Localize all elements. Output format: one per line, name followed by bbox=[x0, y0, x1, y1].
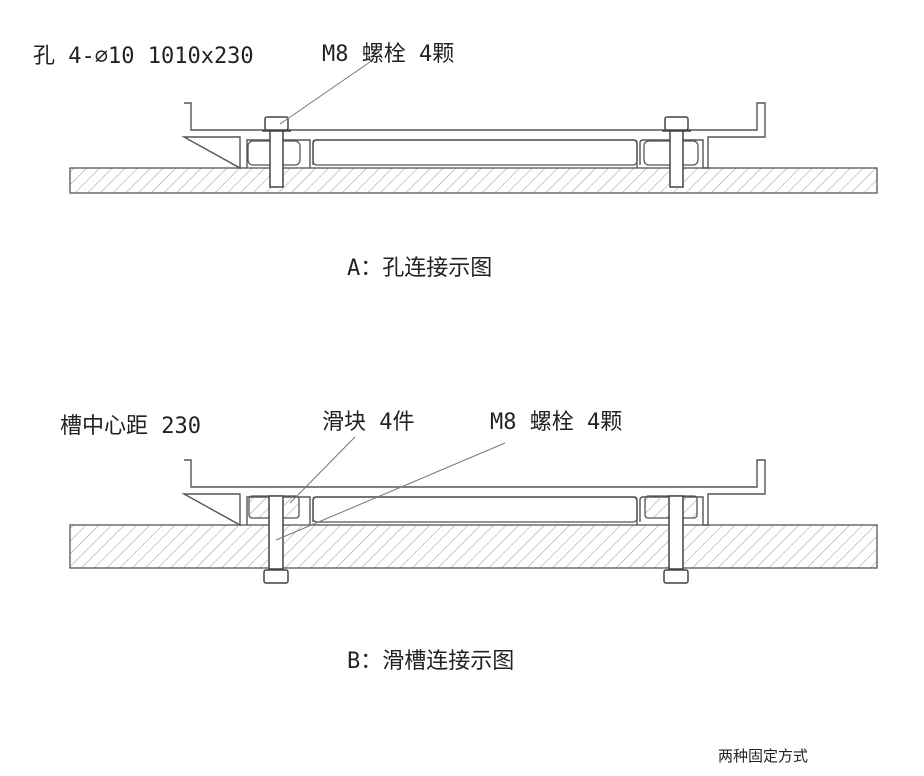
bolt bbox=[663, 495, 689, 584]
bolt-label-a: M8 螺栓 4颗 bbox=[322, 42, 455, 67]
base-plate bbox=[69, 167, 878, 194]
leader-line bbox=[289, 436, 356, 504]
bolt bbox=[662, 116, 691, 188]
footer-caption: 两种固定方式 bbox=[718, 747, 809, 765]
base-plate bbox=[69, 524, 878, 569]
diagram-b bbox=[69, 436, 878, 584]
caption-b: B：滑槽连接示图 bbox=[347, 649, 515, 674]
slot-spacing-label: 槽中心距 230 bbox=[60, 414, 201, 439]
caption-a: A：孔连接示图 bbox=[347, 256, 493, 281]
hole-spec-label: 孔 4-⌀10 1010x230 bbox=[33, 44, 254, 69]
diagram-a bbox=[69, 61, 878, 194]
bolt bbox=[263, 495, 289, 584]
bolt bbox=[262, 116, 291, 188]
leader-line bbox=[275, 442, 506, 541]
slider-label: 滑块 4件 bbox=[322, 410, 415, 435]
bolt-label-b: M8 螺栓 4颗 bbox=[490, 410, 623, 435]
leader-line bbox=[279, 61, 371, 125]
